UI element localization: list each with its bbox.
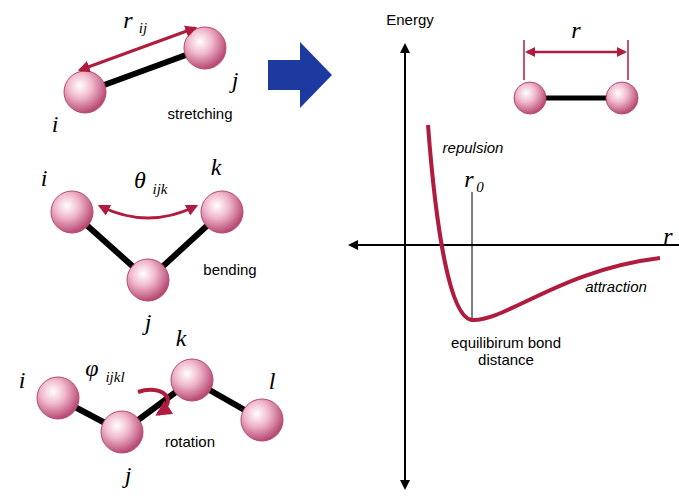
energy-plot	[350, 45, 679, 488]
atom-label: i	[52, 111, 59, 137]
atom-label: j	[232, 67, 239, 93]
subscript: ijk	[153, 181, 168, 198]
curve-label: repulsion	[443, 140, 504, 157]
bending-figure	[51, 191, 243, 301]
subscript: 0	[476, 179, 484, 196]
atom-label: i	[19, 367, 26, 393]
motion-label: bending	[203, 262, 256, 279]
atom-label: j	[125, 462, 132, 488]
angle-symbol: φ	[85, 355, 98, 381]
motion-label: stretching	[167, 106, 232, 123]
subscript: ijkl	[105, 369, 124, 386]
angle-symbol: θ	[134, 167, 146, 193]
stretching-figure	[64, 27, 226, 113]
transition-arrow	[268, 42, 332, 108]
atom-label: k	[211, 154, 222, 180]
axis-title: Energy	[386, 12, 434, 29]
distance-symbol: r	[464, 166, 473, 192]
atom-label: k	[176, 325, 187, 351]
rotation-figure	[37, 359, 283, 453]
atom-label: l	[269, 368, 276, 394]
curve-label: attraction	[585, 279, 647, 296]
motion-label: rotation	[165, 434, 215, 451]
distance-symbol: r	[571, 17, 580, 43]
bond-length-figure	[514, 40, 638, 114]
subscript: ij	[139, 20, 147, 37]
atom-label: j	[145, 309, 152, 335]
distance-symbol: r	[123, 7, 132, 33]
atom-label: i	[41, 165, 48, 191]
axis-label: r	[663, 223, 672, 249]
annotation: equilibirum bond distance	[441, 335, 571, 368]
